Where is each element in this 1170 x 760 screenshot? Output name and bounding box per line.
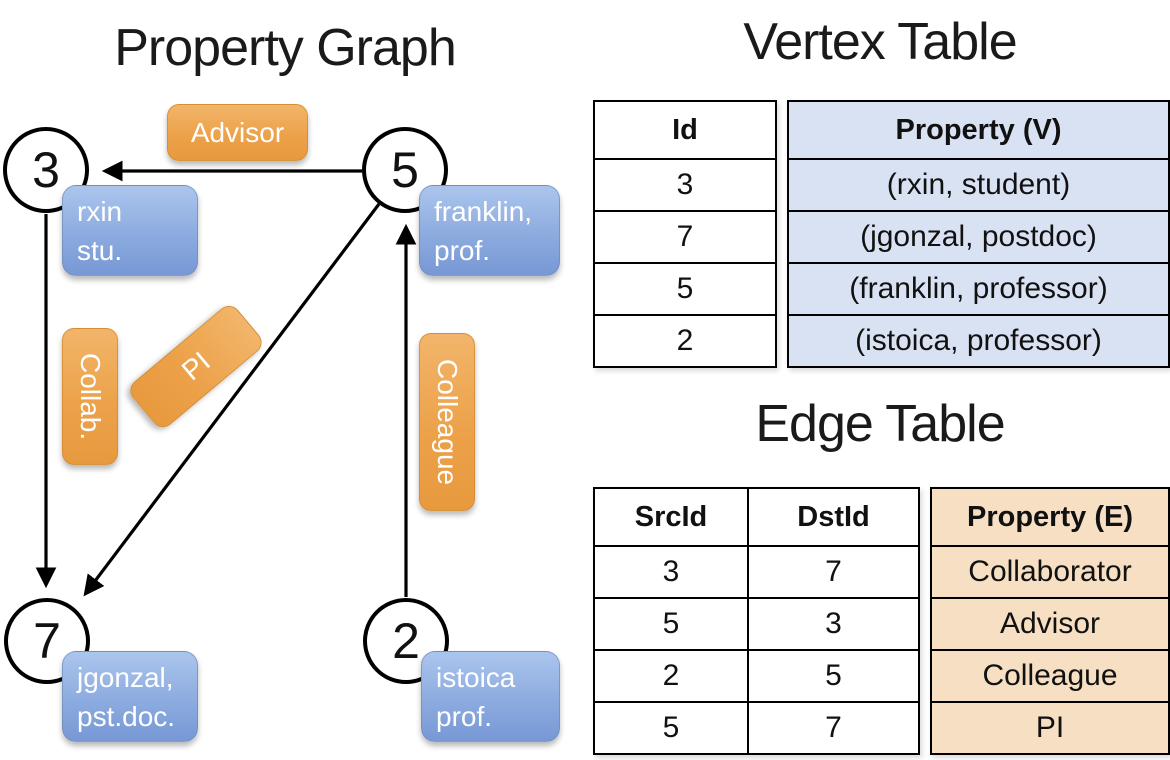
vertex-table-property-column: Property (V) (rxin, student) (jgonzal, p… <box>787 100 1170 368</box>
vertex-property-line: prof. <box>434 234 491 266</box>
table-cell: 3 <box>595 158 775 210</box>
vertex-property-line: rxin <box>77 196 123 227</box>
table-row: 3 7 <box>595 545 918 597</box>
vertex-table-header-id: Id <box>672 113 698 146</box>
vertex-table-title: Vertex Table <box>743 13 1017 71</box>
edge-table-title: Edge Table <box>755 395 1005 453</box>
edge-table-property-column: Property (E) Collaborator Advisor Collea… <box>930 487 1170 755</box>
table-cell: 5 <box>747 651 918 701</box>
edge-table-id-columns: SrcId DstId 3 7 5 3 2 5 5 7 <box>593 487 920 755</box>
vertex-property-line: prof. <box>436 700 493 732</box>
vertex-table: Id 3 7 5 2 Property (V) (rxin, student) … <box>593 100 1170 368</box>
table-cell: 2 <box>662 659 680 692</box>
vertex-property-box-franklin: franklin, prof. <box>419 185 560 276</box>
table-row: 2 5 <box>595 649 918 701</box>
table-cell: Advisor <box>932 597 1168 649</box>
table-cell: (jgonzal, postdoc) <box>789 210 1168 262</box>
graph-edges-svg <box>35 160 417 597</box>
vertex-property-line: istoica <box>436 662 516 693</box>
edge-label-collab: Collab. <box>62 328 118 465</box>
vertex-property-line: stu. <box>77 234 123 266</box>
edge-table-header-property: Property (E) <box>967 500 1133 533</box>
table-cell: 7 <box>747 547 918 597</box>
edge-table-header-row: SrcId DstId <box>595 489 918 545</box>
edge-table-header-srcid: SrcId <box>634 500 708 533</box>
table-cell: PI <box>932 701 1168 753</box>
vertex-property-line: jgonzal, <box>77 662 174 693</box>
table-row: 5 3 <box>595 597 918 649</box>
vertex-node-2: 2 <box>363 598 449 684</box>
edge-label-pi-text: PI <box>175 345 216 387</box>
vertex-property-line: pst.doc. <box>77 700 176 732</box>
table-cell: Colleague <box>932 649 1168 701</box>
vertex-property-box-istoica: istoica prof. <box>421 651 560 742</box>
table-cell: 7 <box>747 703 918 753</box>
table-cell: 2 <box>595 314 775 366</box>
table-cell: (franklin, professor) <box>789 262 1168 314</box>
table-cell: Collaborator <box>932 545 1168 597</box>
vertex-table-id-column: Id 3 7 5 2 <box>593 100 777 368</box>
vertex-id-label: 3 <box>32 142 60 198</box>
table-cell: 3 <box>747 599 918 649</box>
edge-label-colleague: Colleague <box>419 333 475 511</box>
edge-table-header-dstid: DstId <box>747 489 918 545</box>
edge-table: SrcId DstId 3 7 5 3 2 5 5 7 Property (E)… <box>593 487 1170 755</box>
table-cell: 3 <box>662 555 680 588</box>
edge-label-advisor: Advisor <box>167 104 308 161</box>
vertex-id-label: 7 <box>33 613 61 669</box>
vertex-table-header-property: Property (V) <box>895 113 1062 146</box>
vertex-node-5: 5 <box>362 127 448 213</box>
table-cell: (rxin, student) <box>789 158 1168 210</box>
vertex-property-box-rxin: rxin stu. <box>62 185 198 276</box>
table-row: 5 7 <box>595 701 918 753</box>
vertex-property-box-jgonzal: jgonzal, pst.doc. <box>62 651 198 742</box>
table-cell: (istoica, professor) <box>789 314 1168 366</box>
table-cell: 5 <box>662 711 680 744</box>
edge-line-pi-5-to-7 <box>83 203 381 597</box>
table-cell: 5 <box>595 262 775 314</box>
vertex-id-label: 5 <box>391 142 419 198</box>
vertex-property-line: franklin, <box>434 196 533 227</box>
table-cell: 5 <box>662 607 680 640</box>
property-graph-title: Property Graph <box>114 19 457 77</box>
table-cell: 7 <box>595 210 775 262</box>
vertex-id-label: 2 <box>392 613 420 669</box>
